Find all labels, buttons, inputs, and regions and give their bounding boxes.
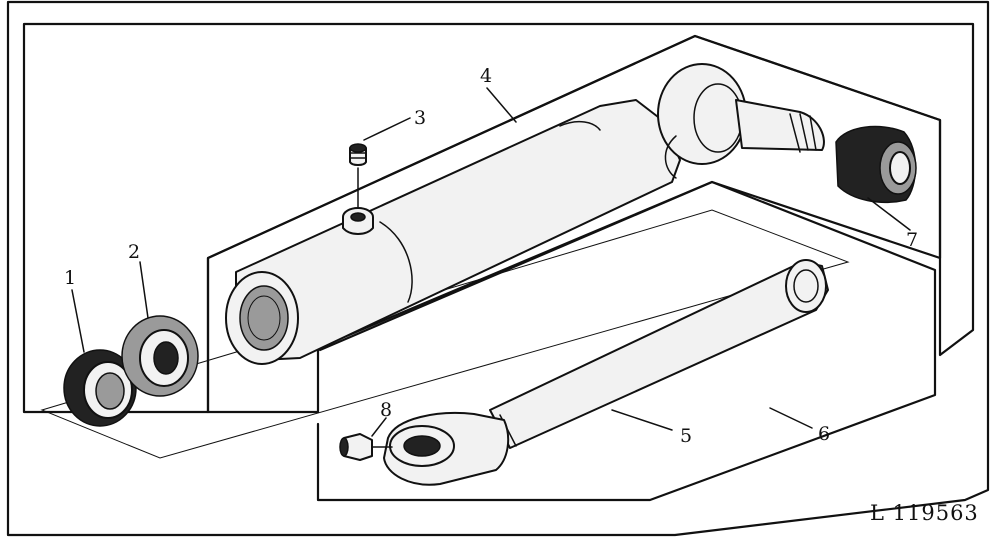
leader-lines xyxy=(71,87,911,437)
dust-boot xyxy=(835,125,917,204)
barrel-ball-joint xyxy=(657,63,825,179)
piston-rod xyxy=(383,259,829,486)
callout-6: 6 xyxy=(818,423,830,445)
panel-rod xyxy=(316,180,937,502)
bleed-screw xyxy=(349,143,367,209)
rod-seal xyxy=(121,315,199,397)
callout-8: 8 xyxy=(380,399,392,421)
callout-1: 1 xyxy=(64,267,76,289)
callout-3: 3 xyxy=(414,107,426,129)
grease-nipple xyxy=(339,433,393,461)
callout-4: 4 xyxy=(480,65,492,87)
cylinder-barrel xyxy=(225,99,681,365)
outer-frame xyxy=(6,0,990,537)
figure-reference: L 119563 xyxy=(870,501,979,525)
callout-5: 5 xyxy=(680,425,692,447)
plane-seals xyxy=(40,209,850,459)
callout-2: 2 xyxy=(128,241,140,263)
callout-7: 7 xyxy=(906,229,918,251)
